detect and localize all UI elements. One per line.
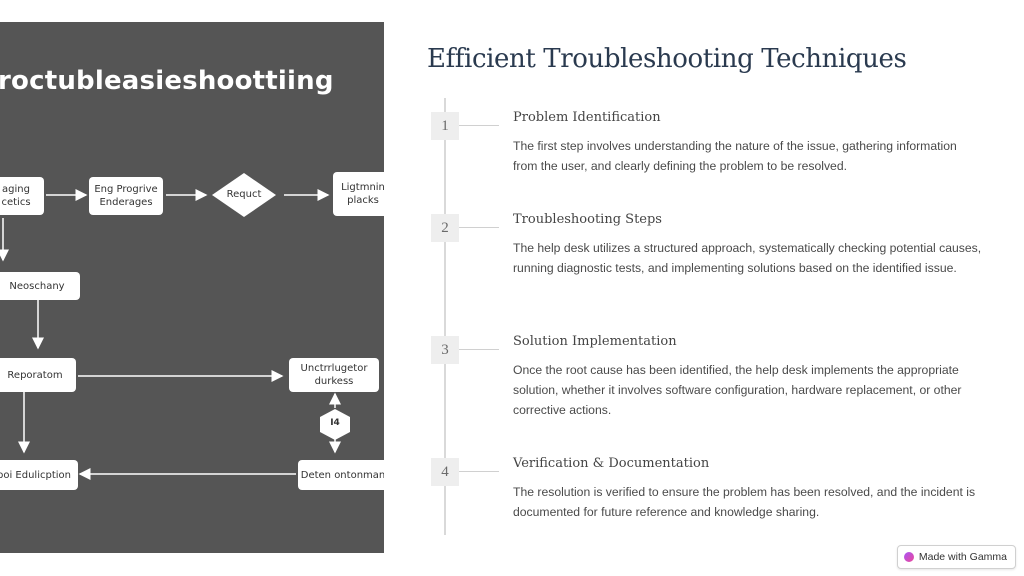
flowchart-node-unctrrlugetor: Unctrrlugetor durkess xyxy=(289,358,379,392)
step-title: Verification & Documentation xyxy=(513,456,710,471)
made-with-gamma-button[interactable]: Made with Gamma xyxy=(896,545,1016,569)
flowchart-node-eng-progrive: Eng Progrive Enderages xyxy=(89,177,163,215)
step-title: Troubleshooting Steps xyxy=(513,212,662,227)
step-description: Once the root cause has been identified,… xyxy=(513,363,962,417)
flowchart-node-reporatom: Reporatom xyxy=(0,358,76,392)
step-description: The help desk utilizes a structured appr… xyxy=(513,241,982,275)
step-connector xyxy=(459,471,499,472)
step-title: Problem Identification xyxy=(513,110,661,125)
flowchart-diamond-label: Requct xyxy=(226,189,262,200)
flowchart-hex-label: I4 xyxy=(330,418,340,428)
flowchart-node-deten-ontonman: Deten ontonman xyxy=(298,460,384,490)
step-title: Solution Implementation xyxy=(513,334,677,349)
badge-label: Made with Gamma xyxy=(918,551,1007,563)
flowchart-node-aging: aging cetics xyxy=(0,177,44,215)
flowchart-connectors xyxy=(0,173,350,480)
flowchart-title: roctubleasieshoottiing xyxy=(0,66,334,96)
step-number-badge: 2 xyxy=(431,214,459,242)
step-connector xyxy=(459,227,499,228)
decision-diamond xyxy=(212,173,276,217)
step-connector xyxy=(459,349,499,350)
step-number-badge: 4 xyxy=(431,458,459,486)
step-description: The resolution is verified to ensure the… xyxy=(513,485,976,519)
step-number-badge: 1 xyxy=(431,112,459,140)
hexagon-node xyxy=(320,409,350,440)
step-number-badge: 3 xyxy=(431,336,459,364)
flowchart-node-ligtmning: Ligtmnin placks xyxy=(333,172,384,216)
page-title: Efficient Troubleshooting Techniques xyxy=(427,44,907,74)
step-connector xyxy=(459,125,499,126)
gamma-logo-icon xyxy=(903,552,914,562)
flowchart-image: roctubleasieshoottiing aging cetics Eng … xyxy=(0,22,384,553)
step-description: The first step involves understanding th… xyxy=(513,139,957,173)
flowchart-node-neoschany: Neoschany xyxy=(0,272,80,300)
timeline-line xyxy=(444,98,446,535)
flowchart-node-boi-edulicption: boi Edulicption xyxy=(0,460,78,490)
